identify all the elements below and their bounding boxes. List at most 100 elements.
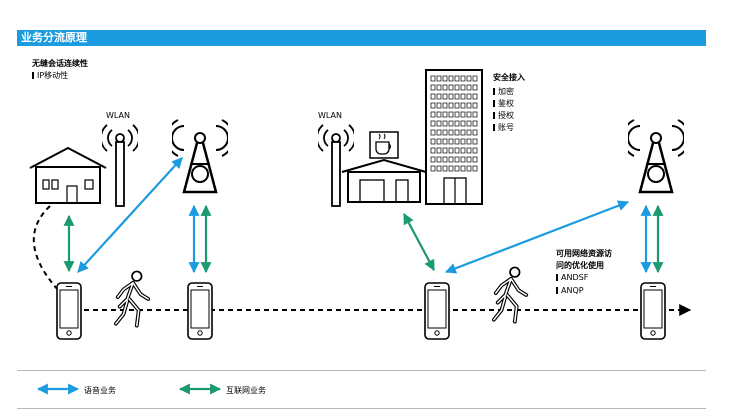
office-window <box>430 93 436 100</box>
office-window <box>472 147 478 154</box>
office-window <box>460 102 466 109</box>
office-window <box>436 93 442 100</box>
office-window <box>454 120 460 127</box>
office-window <box>454 165 460 172</box>
smartphone-icon <box>424 282 450 340</box>
office-window <box>430 75 436 82</box>
legend-internet-label: 互联网业务 <box>226 386 266 395</box>
bullet-mark <box>32 72 34 79</box>
voice-arrow <box>77 157 183 273</box>
office-building-icon <box>425 69 483 205</box>
office-window <box>466 75 472 82</box>
office-window <box>448 129 454 136</box>
office-window <box>436 165 442 172</box>
smartphone-icon <box>56 282 82 340</box>
office-window <box>472 93 478 100</box>
internet-arrow <box>403 213 435 271</box>
office-window <box>472 138 478 145</box>
office-window <box>466 129 472 136</box>
office-window <box>436 147 442 154</box>
cell-tower-icon <box>172 118 228 194</box>
security-item: 鉴权 <box>493 98 514 109</box>
bullet-mark <box>493 100 495 107</box>
seamless-title: 无缝会话连续性 <box>32 59 88 68</box>
office-window <box>430 84 436 91</box>
ip-mobility-item: IP移动性 <box>32 70 68 81</box>
office-window <box>454 111 460 118</box>
office-window <box>472 165 478 172</box>
office-window <box>460 84 466 91</box>
bullet-mark <box>493 88 495 95</box>
section-title: 业务分流原理 <box>21 31 87 44</box>
office-window <box>442 84 448 91</box>
security-title: 安全接入 <box>493 73 525 82</box>
office-window <box>436 138 442 145</box>
office-window <box>430 111 436 118</box>
office-window <box>460 138 466 145</box>
office-window <box>442 165 448 172</box>
optimize-item-label: ANQP <box>561 286 584 295</box>
bullet-mark <box>556 274 558 281</box>
office-window <box>472 156 478 163</box>
office-window <box>430 129 436 136</box>
optimize-item-label: ANDSF <box>561 273 589 282</box>
office-window <box>448 102 454 109</box>
office-window <box>436 129 442 136</box>
security-item-label: 加密 <box>498 87 514 96</box>
office-window <box>448 156 454 163</box>
office-window <box>454 129 460 136</box>
office-window <box>448 93 454 100</box>
office-window <box>436 156 442 163</box>
office-window <box>436 111 442 118</box>
office-window <box>448 75 454 82</box>
office-window <box>448 84 454 91</box>
security-item: 加密 <box>493 86 514 97</box>
office-window <box>436 75 442 82</box>
office-window <box>454 138 460 145</box>
walking-person-icon <box>492 266 529 324</box>
optimize-item: ANQP <box>556 286 584 295</box>
office-window <box>454 75 460 82</box>
office-window <box>436 102 442 109</box>
office-window <box>454 84 460 91</box>
office-window <box>460 156 466 163</box>
office-window <box>430 165 436 172</box>
office-window <box>466 165 472 172</box>
security-item-label: 授权 <box>498 111 514 120</box>
office-window <box>460 75 466 82</box>
optimize-item: ANDSF <box>556 273 588 282</box>
office-window <box>466 120 472 127</box>
security-item: 账号 <box>493 122 514 133</box>
bullet-mark <box>493 124 495 131</box>
office-window <box>472 111 478 118</box>
office-window <box>448 165 454 172</box>
office-window <box>472 129 478 136</box>
office-window <box>466 138 472 145</box>
office-window <box>466 156 472 163</box>
bullet-mark <box>493 112 495 119</box>
office-window <box>460 93 466 100</box>
section-header: 业务分流原理 <box>17 30 706 46</box>
office-window <box>466 84 472 91</box>
office-window <box>454 147 460 154</box>
security-item-label: 账号 <box>498 123 514 132</box>
office-window <box>448 138 454 145</box>
voice-arrow <box>444 200 630 274</box>
session-dashed-curve <box>32 205 59 291</box>
office-window <box>460 120 466 127</box>
smartphone-icon <box>187 282 213 340</box>
legend-voice-label: 语音业务 <box>84 386 116 395</box>
security-item-label: 鉴权 <box>498 99 514 108</box>
office-window <box>448 147 454 154</box>
smartphone-icon <box>640 282 666 340</box>
office-window <box>430 156 436 163</box>
office-window <box>466 147 472 154</box>
office-window <box>466 93 472 100</box>
office-window <box>430 102 436 109</box>
office-window <box>442 120 448 127</box>
office-window <box>442 138 448 145</box>
office-window <box>472 75 478 82</box>
office-window <box>430 147 436 154</box>
cafe-building-icon <box>341 131 427 203</box>
